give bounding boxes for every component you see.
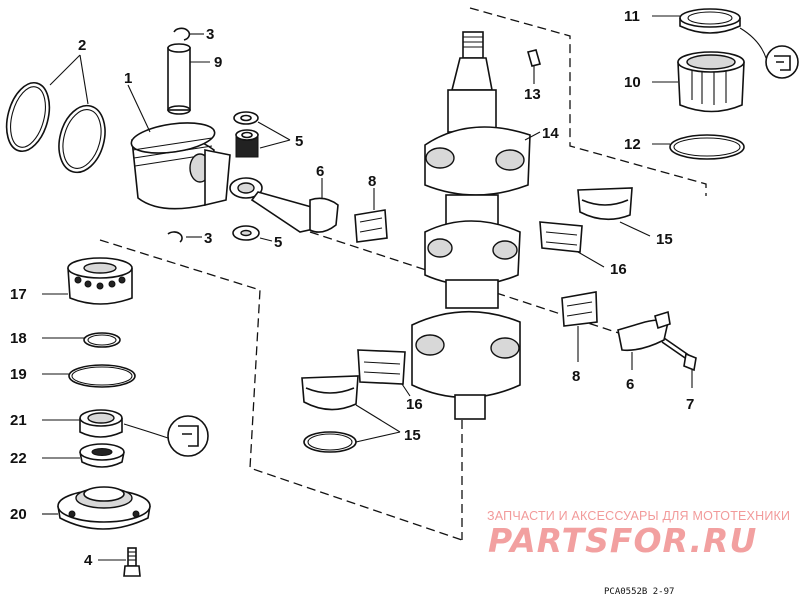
label-22: 22: [10, 450, 27, 467]
label-13: 13: [524, 86, 541, 103]
label-15-bottom: 15: [404, 427, 421, 444]
bearing-race-lower: [301, 375, 359, 411]
piston: [127, 84, 231, 210]
label-9: 9: [214, 54, 222, 71]
watermark-brand: PARTSFOR.RU: [488, 521, 758, 560]
label-18: 18: [10, 330, 27, 347]
seal-detail-callout-top: [739, 27, 799, 79]
washer-bottom: [232, 225, 273, 242]
lock-ring-bottom: [167, 231, 202, 243]
label-20: 20: [10, 506, 27, 523]
label-6-top: 6: [316, 163, 324, 180]
label-3-top: 3: [206, 26, 214, 43]
label-16-bottom: 16: [406, 396, 423, 413]
oil-seal-22: [42, 443, 125, 468]
retaining-ring-lower: [303, 404, 401, 453]
bearing-housing: [42, 486, 151, 530]
label-14: 14: [542, 125, 559, 142]
label-16-top: 16: [610, 261, 627, 278]
needle-bearing-upper: [233, 111, 291, 158]
ball-bearing: [42, 257, 133, 305]
label-7: 7: [686, 396, 694, 413]
label-8-bottom: 8: [572, 368, 580, 385]
piston-ring-pair: [5, 54, 106, 174]
drawing-code: PCA0552B 2-97: [604, 587, 675, 597]
oil-seal-top: [652, 8, 741, 34]
label-8-top: 8: [368, 173, 376, 190]
lock-ring-top: [173, 27, 204, 41]
label-3-bottom: 3: [204, 230, 212, 247]
rod-bearing-half-upper: [354, 188, 388, 243]
connecting-rod: [229, 177, 339, 233]
rod-cap: [617, 310, 671, 370]
crankshaft: [411, 31, 541, 420]
needle-race-upper: [539, 221, 605, 268]
bolt: [98, 547, 141, 577]
label-21: 21: [10, 412, 27, 429]
snap-ring-18: [42, 332, 121, 348]
watermark-tagline: ЗАПЧАСТИ И АКСЕССУАРЫ ДЛЯ МОТОТЕХНИКИ: [487, 509, 791, 523]
seal-detail-callout-bottom: [123, 415, 209, 457]
rod-bearing-half-lower: [561, 291, 598, 362]
label-10: 10: [624, 74, 641, 91]
label-4: 4: [84, 552, 93, 569]
label-1: 1: [124, 70, 132, 87]
assembly-outline-right: [469, 7, 707, 196]
label-5-top: 5: [295, 133, 303, 150]
label-5-bottom: 5: [274, 234, 282, 251]
label-15-top: 15: [656, 231, 673, 248]
label-17: 17: [10, 286, 27, 303]
label-11: 11: [624, 8, 640, 25]
label-12: 12: [624, 136, 641, 153]
label-6-bottom: 6: [626, 376, 634, 393]
oil-seal-21: [42, 409, 123, 438]
bearing-race-upper: [577, 187, 651, 237]
woodruff-key: [527, 49, 541, 84]
retaining-ring-12: [652, 134, 745, 160]
assembly-outline-left: [99, 239, 463, 541]
needle-race-lower: [357, 349, 411, 397]
label-19: 19: [10, 366, 27, 383]
cap-screw: [661, 337, 697, 388]
roller-bearing-top: [652, 51, 745, 113]
o-ring-19: [42, 364, 136, 388]
piston-pin: [167, 43, 210, 115]
label-2: 2: [78, 37, 86, 54]
